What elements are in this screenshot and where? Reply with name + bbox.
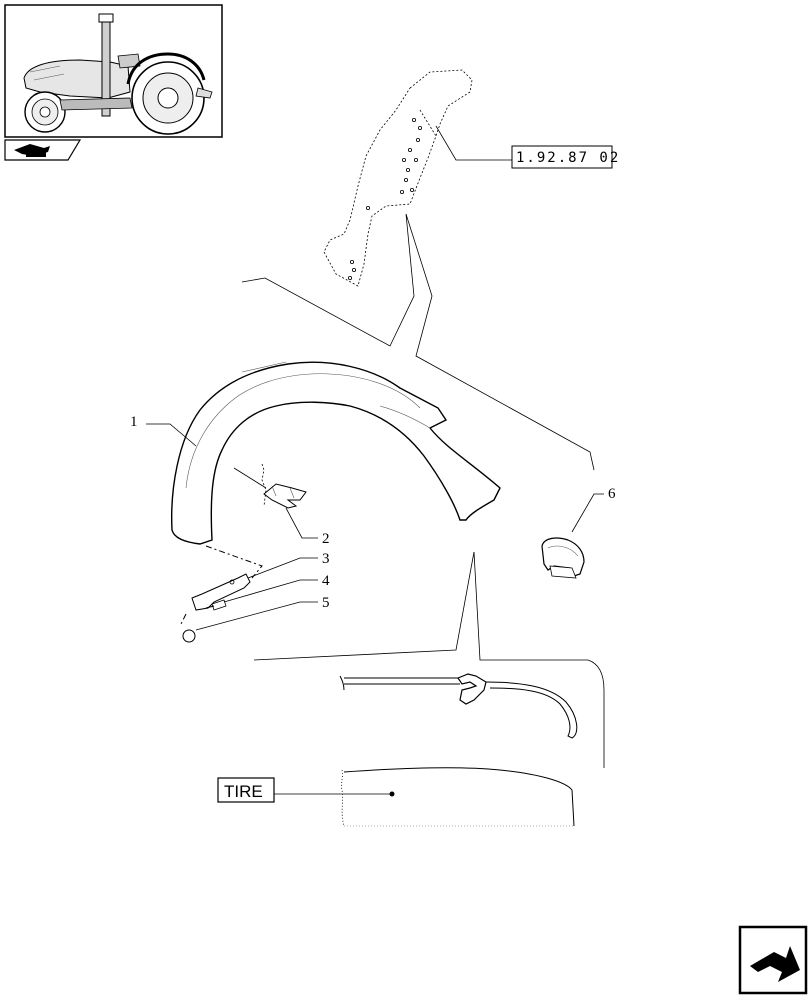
clip-guide-line [233,467,267,489]
callout-1: 1 [130,414,138,430]
nut-part-5[interactable] [182,629,196,643]
reference-leader [435,125,512,161]
tire-label-box[interactable]: TIRE [217,777,275,803]
assembly-path-nut [179,613,187,627]
bracket-part-3[interactable] [191,573,251,611]
leader-5 [195,601,318,631]
leader-1 [146,423,197,447]
fender-extension-part-1[interactable] [171,361,501,545]
tire-label-text: TIRE [224,782,263,801]
callout-6: 6 [608,486,616,502]
book-section-icon[interactable] [4,139,82,161]
rear-fender-reference-outline [323,69,473,287]
leader-6 [571,493,604,533]
section-bracket-line [473,551,605,768]
explosion-line-2 [253,551,475,661]
assembly-path [205,545,263,579]
leader-4 [223,579,318,603]
explosion-line-1 [241,213,595,471]
tractor-thumbnail[interactable] [4,4,223,138]
tire-section [341,767,575,827]
callout-4: 4 [322,573,330,589]
next-page-arrow-icon[interactable] [738,925,808,995]
leader-2 [285,507,318,539]
callout-3: 3 [322,551,330,567]
reference-code-box[interactable]: 1.92.87 02 [511,145,620,169]
screw-part-4[interactable] [205,599,227,611]
reference-code-text: 1.92.87 02 [516,150,620,166]
leader-3 [247,557,318,579]
clip-guide-dash [261,463,267,507]
clip-part-2[interactable] [263,483,307,509]
fender-section-profile [339,673,578,739]
callout-5: 5 [322,595,330,611]
clip-part-6[interactable] [541,537,585,579]
callout-2: 2 [322,531,330,547]
